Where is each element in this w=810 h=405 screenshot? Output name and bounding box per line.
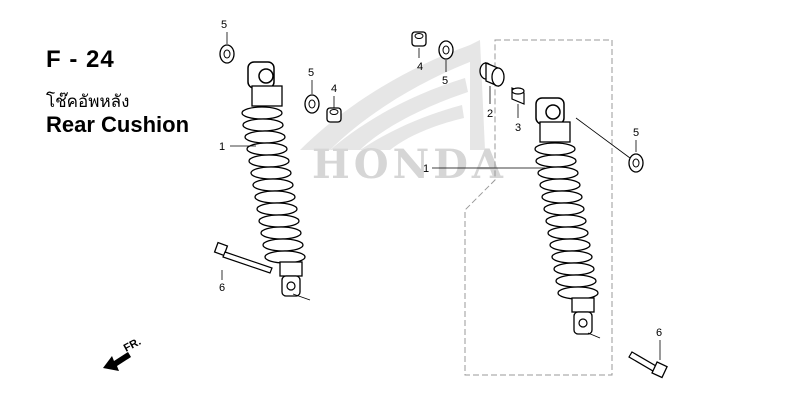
page-title-thai: โช๊คอัพหลัง [46,92,130,112]
assembly-box [464,39,613,376]
bushing [479,62,505,87]
washer-mid-left [304,94,320,114]
collar [511,87,525,105]
nut-top [411,31,427,47]
callout-1-left: 1 [219,141,225,153]
washer-top-left [219,44,235,64]
callout-2: 2 [487,108,493,120]
callout-4-top: 4 [417,61,423,73]
callout-5-top-left: 5 [221,19,227,31]
right-rear-cushion [534,97,599,335]
callout-6-left: 6 [219,282,225,294]
leader-lines [221,32,661,360]
honda-wing-watermark [300,40,485,150]
washer-right [628,153,644,173]
front-direction-arrow: FR. [103,336,143,371]
callout-4-mid: 4 [331,83,337,95]
bolt-left [213,241,273,274]
page-code: F - 24 [46,46,115,73]
callout-6-right: 6 [656,327,662,339]
page-title-english: Rear Cushion [46,112,190,137]
bolt-right [628,351,668,379]
callout-5-top-center: 5 [442,75,448,87]
honda-watermark-text: HONDA [312,141,507,188]
callout-1-right: 1 [423,163,429,175]
callout-3: 3 [515,122,521,134]
nut-mid [326,107,342,123]
callout-5-right: 5 [633,127,639,139]
svg-text:FR.: FR. [122,336,143,355]
left-rear-cushion [241,61,306,297]
washer-top-center [438,40,454,60]
callout-5-mid-left: 5 [308,67,314,79]
